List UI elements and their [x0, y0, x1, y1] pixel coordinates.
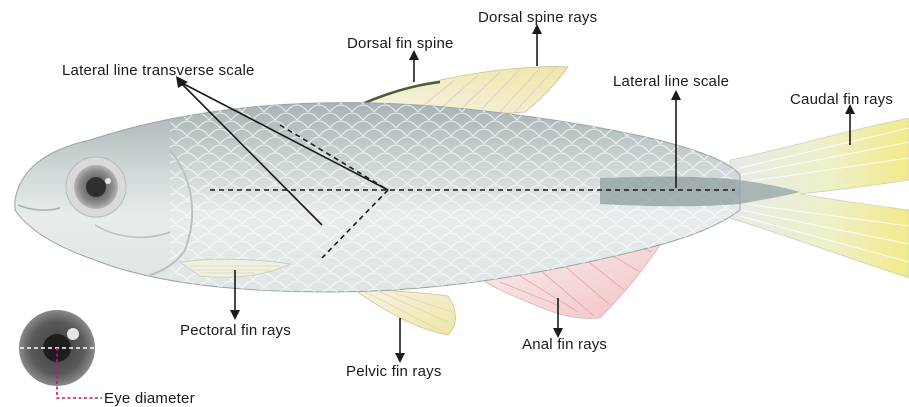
label-eye-diameter: Eye diameter — [104, 390, 195, 407]
label-dorsal-fin-spine: Dorsal fin spine — [347, 35, 454, 52]
label-anal-fin-rays: Anal fin rays — [522, 336, 607, 353]
label-lateral-line-scale: Lateral line scale — [613, 73, 729, 90]
label-lateral-line-transverse-scale: Lateral line transverse scale — [62, 62, 255, 79]
fish-eye-pupil — [86, 177, 106, 197]
label-pelvic-fin-rays: Pelvic fin rays — [346, 363, 442, 380]
label-caudal-fin-rays: Caudal fin rays — [790, 91, 893, 108]
label-pectoral-fin-rays: Pectoral fin rays — [180, 322, 291, 339]
lateral-band — [600, 177, 740, 207]
label-dorsal-spine-rays: Dorsal spine rays — [478, 9, 597, 26]
